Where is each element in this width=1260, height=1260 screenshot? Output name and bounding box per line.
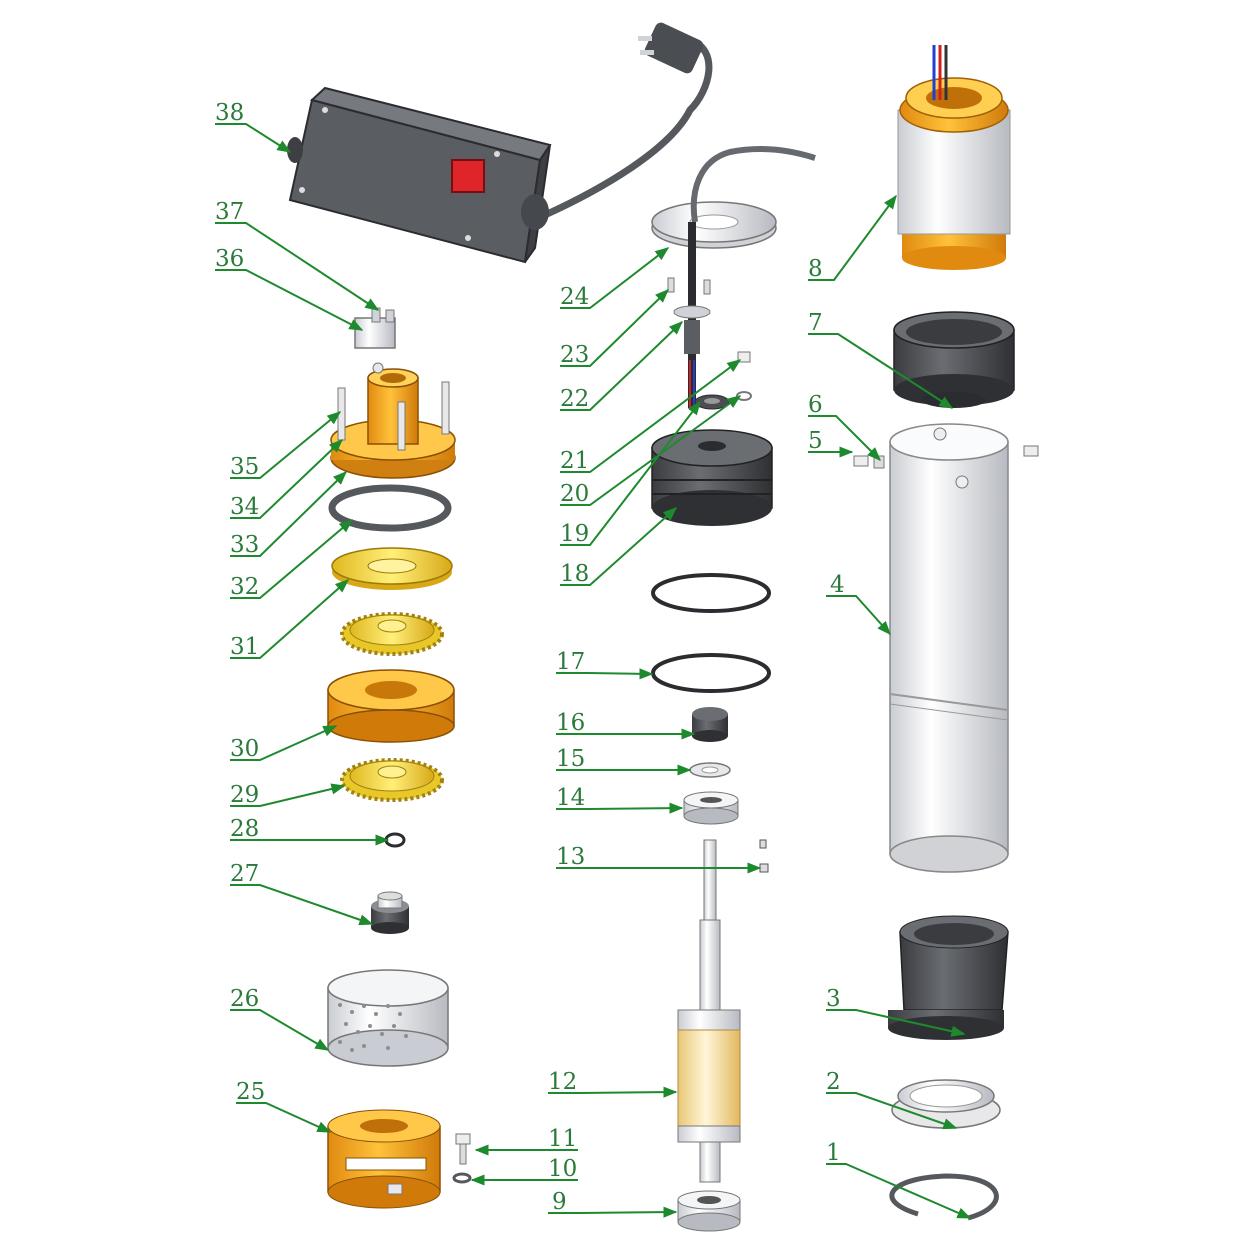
oil-seal-part: [692, 707, 728, 742]
callout-10: 10: [548, 1156, 577, 1182]
callout-36: 36: [215, 246, 244, 272]
callout-3: 3: [826, 986, 841, 1012]
screw-part: [736, 351, 752, 401]
outer-casing-part: [889, 423, 1009, 873]
callout-labels: 38 37 36 35 34 33 32 31 30 29 28 27 26 2…: [215, 100, 845, 1215]
callout-27: 27: [230, 861, 259, 887]
rotor-shaft-part: [677, 839, 741, 1183]
callout-28: 28: [230, 816, 259, 842]
cable-clip-part: [354, 307, 396, 349]
strainer-mesh-part: [327, 969, 449, 1067]
callout-16: 16: [556, 710, 585, 736]
bearing-lower-part: [677, 1190, 741, 1232]
callout-4: 4: [830, 572, 845, 598]
callout-5: 5: [808, 428, 823, 454]
callout-23: 23: [560, 342, 589, 368]
retaining-ring-part: [889, 1173, 999, 1221]
callout-2: 2: [826, 1069, 841, 1095]
mechanical-seal-part: [371, 891, 409, 934]
o-ring-part: [651, 573, 771, 693]
pump-housing-part: [327, 669, 455, 743]
leader-lines: [215, 123, 972, 1219]
callout-11: 11: [548, 1126, 577, 1152]
callout-12: 12: [548, 1069, 577, 1095]
callout-29: 29: [230, 782, 259, 808]
pump-head-part: [330, 362, 456, 479]
bearing-upper-part: [683, 791, 739, 825]
callout-24: 24: [560, 284, 589, 310]
impeller-lower-part: [340, 758, 444, 802]
callout-9: 9: [552, 1189, 567, 1215]
callout-8: 8: [808, 256, 823, 282]
gasket-part: [328, 484, 452, 532]
callout-35: 35: [230, 454, 259, 480]
circlip-part: [384, 832, 406, 848]
callout-31: 31: [230, 634, 259, 660]
callout-22: 22: [560, 386, 589, 412]
cable-flange-part: [651, 146, 816, 249]
motor-cap-part: [893, 311, 1015, 408]
callout-21: 21: [560, 448, 589, 474]
shaft-key-part: [759, 839, 769, 873]
callout-1: 1: [826, 1140, 841, 1166]
bottom-cap-part: [888, 915, 1009, 1040]
callout-26: 26: [230, 986, 259, 1012]
callout-38: 38: [215, 100, 244, 126]
callout-19: 19: [560, 521, 589, 547]
callout-30: 30: [230, 736, 259, 762]
callout-18: 18: [560, 561, 589, 587]
callout-33: 33: [230, 532, 259, 558]
callout-34: 34: [230, 494, 259, 520]
washer-part: [689, 762, 731, 778]
control-box-part: [287, 22, 713, 264]
callout-15: 15: [556, 746, 585, 772]
callout-14: 14: [556, 785, 585, 811]
callout-32: 32: [230, 574, 259, 600]
diffuser-disc-part: [331, 547, 453, 590]
screw-washer-part: [452, 1133, 472, 1184]
callout-13: 13: [556, 844, 585, 870]
callout-25: 25: [236, 1079, 265, 1105]
callout-7: 7: [808, 310, 823, 336]
support-ring-part: [891, 1079, 1001, 1129]
callout-37: 37: [215, 199, 244, 225]
callout-20: 20: [560, 481, 589, 507]
casing-screw-part: [853, 445, 1039, 469]
cable-gland-part: [667, 222, 711, 410]
callout-6: 6: [808, 392, 823, 418]
motor-top-cover-part: [651, 429, 773, 526]
callout-17: 17: [556, 649, 585, 675]
pump-base-part: [327, 1109, 441, 1209]
motor-stator-part: [897, 45, 1011, 270]
impeller-upper-part: [340, 612, 444, 656]
